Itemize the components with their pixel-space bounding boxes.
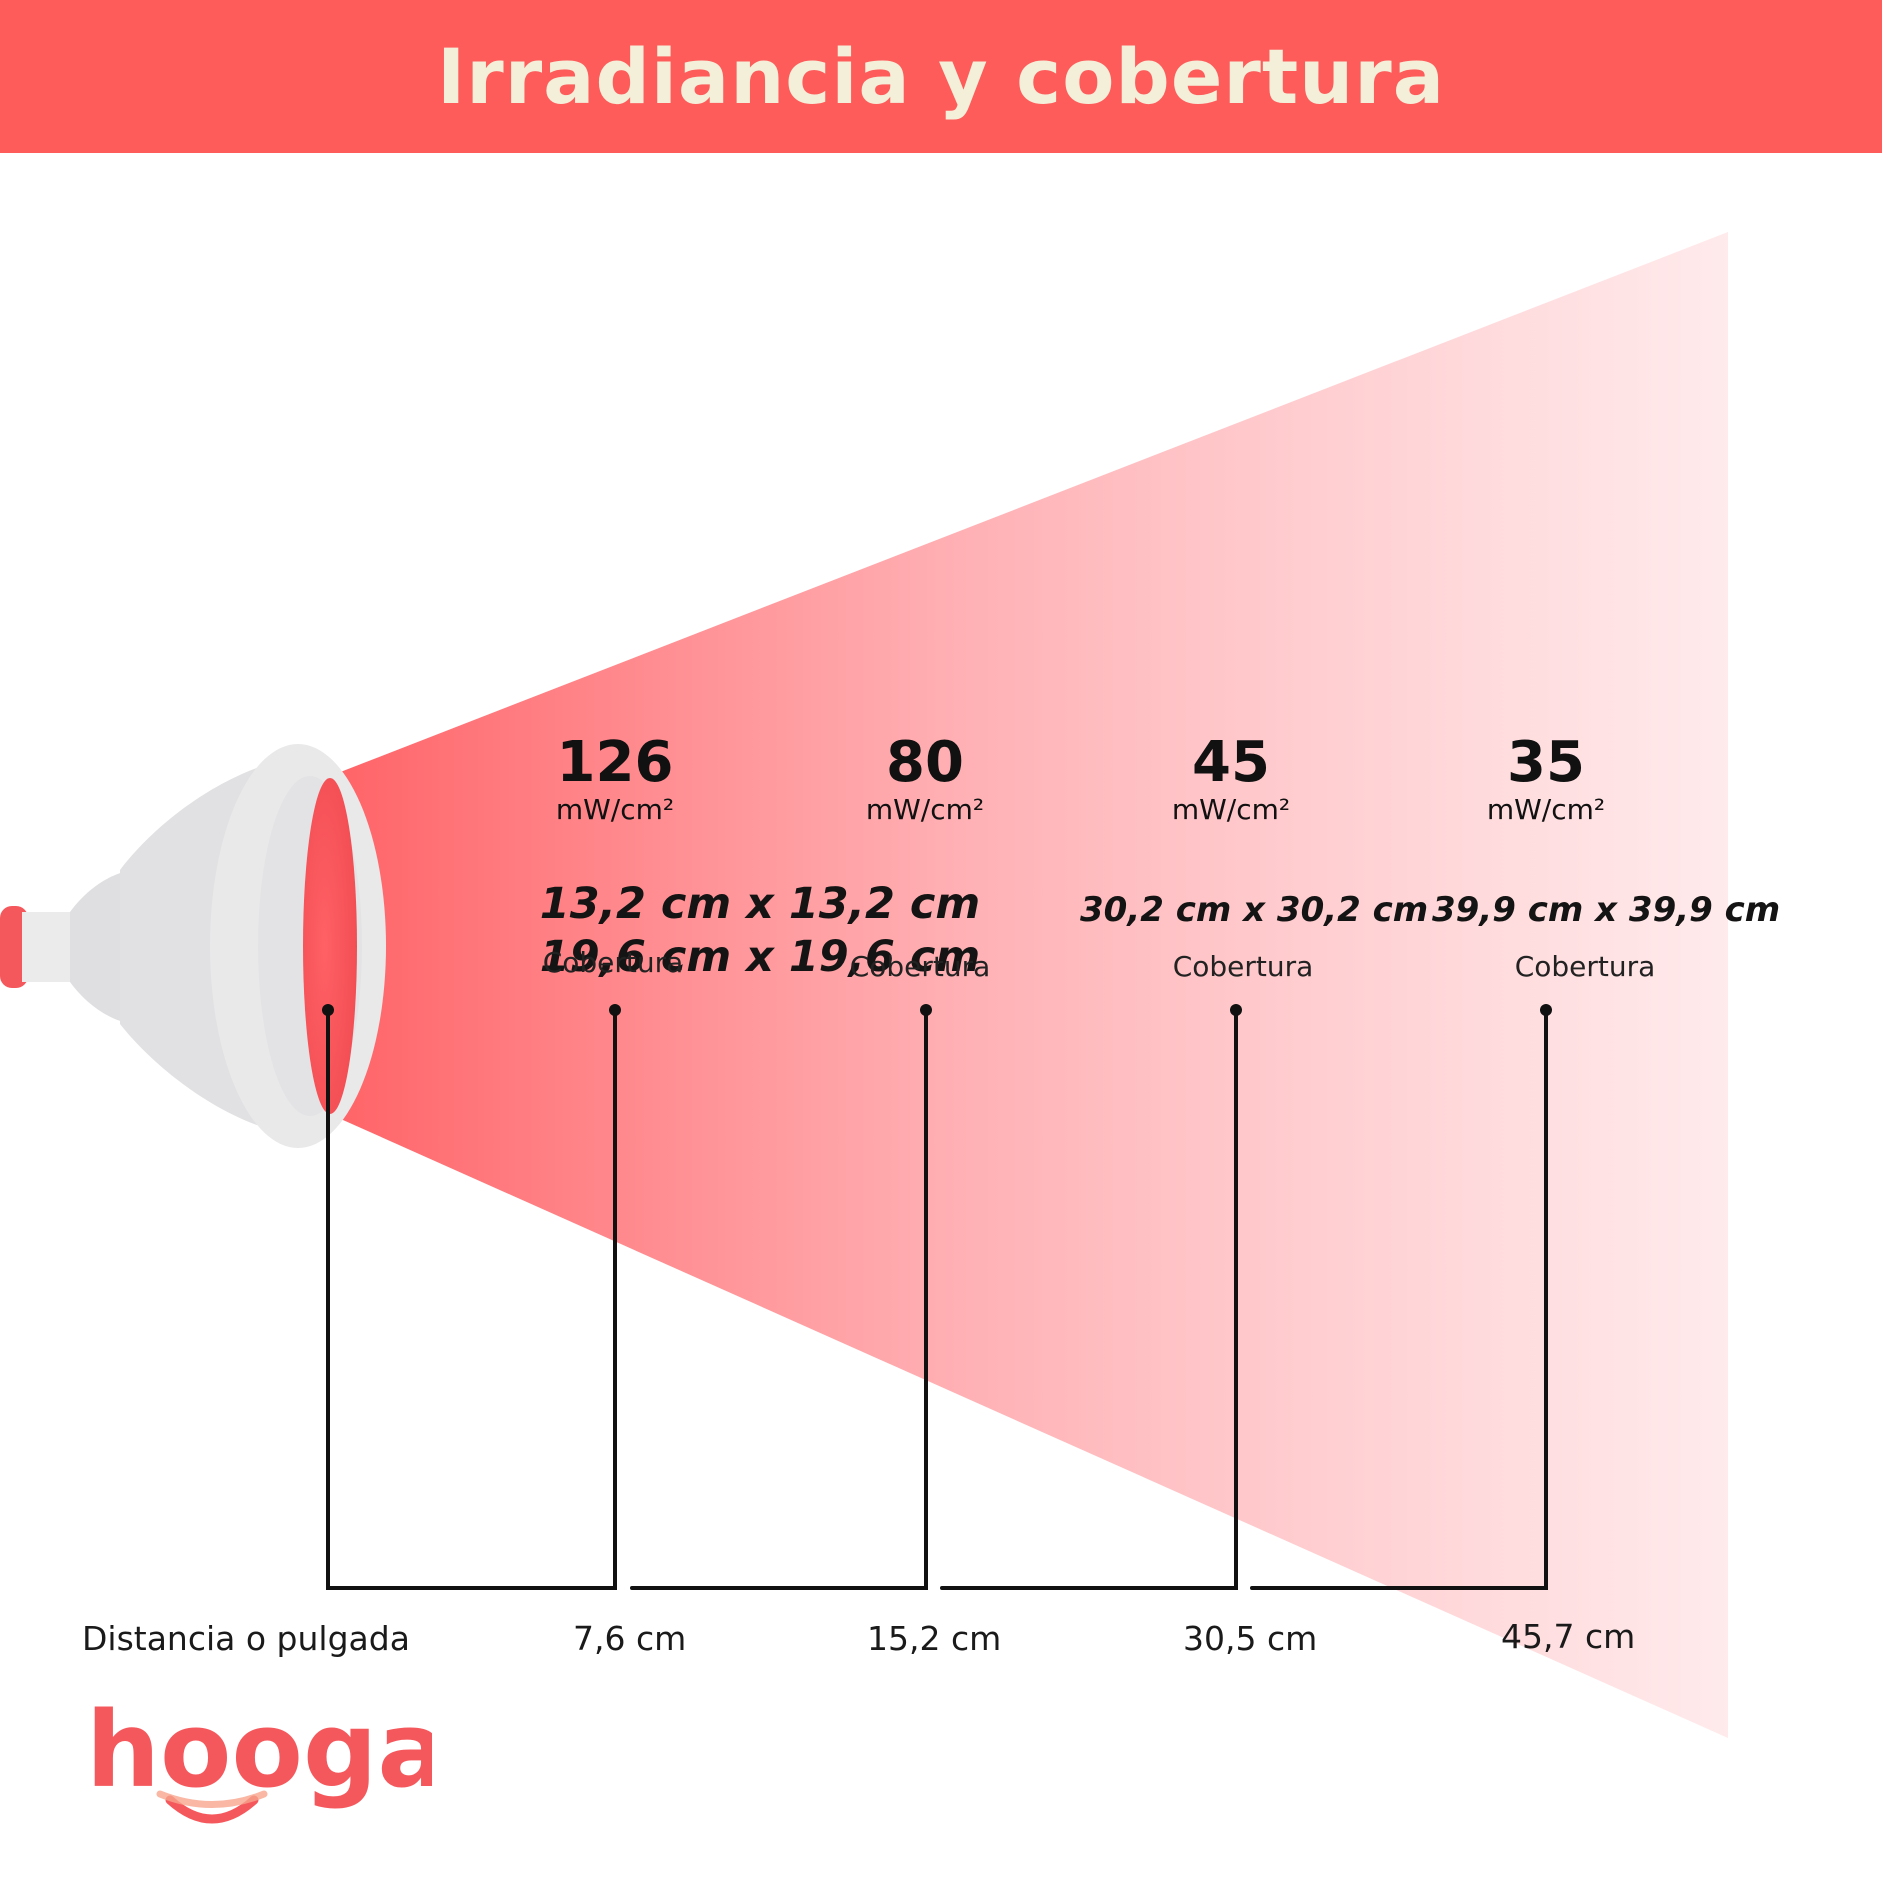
hooga-logo: hooga — [86, 1690, 432, 1824]
lamp-neck — [70, 870, 135, 1024]
bracket-1 — [326, 1008, 617, 1590]
coverage-size-1: 13,2 cm x 13,2 cm — [539, 879, 981, 929]
logo-smile — [165, 1795, 259, 1824]
distance-brackets — [326, 1008, 1548, 1590]
bracket-dot — [609, 1004, 621, 1016]
irradiance-value: 35 — [1507, 730, 1585, 795]
distance-value: 15,2 cm — [867, 1619, 1002, 1658]
lamp-handle — [0, 906, 28, 988]
irradiance-item: 126 mW/cm² — [485, 733, 745, 827]
logo-text: hooga — [86, 1690, 432, 1811]
coverage-size-3: 30,2 cm x 30,2 cm — [1080, 890, 1429, 930]
irradiance-item: 80 mW/cm² — [795, 733, 1055, 827]
bracket-3 — [940, 1008, 1238, 1590]
coverage-label: Cobertura — [849, 950, 991, 983]
coverage-size-2: 19,6 cm x 19,6 cm — [539, 932, 981, 982]
irradiance-value: 126 — [556, 730, 674, 795]
irradiance-unit: mW/cm² — [1486, 793, 1606, 826]
light-beam — [325, 232, 1728, 1738]
irradiance-unit: mW/cm² — [1171, 793, 1291, 826]
distance-value: 7,6 cm — [573, 1619, 687, 1658]
irradiance-item: 45 mW/cm² — [1101, 733, 1361, 827]
page-title: Irradiancia y cobertura — [436, 32, 1446, 121]
distance-value: 30,5 cm — [1183, 1619, 1318, 1658]
irradiance-unit: mW/cm² — [865, 793, 985, 826]
lamp-lens — [303, 778, 357, 1114]
irradiance-unit: mW/cm² — [555, 793, 675, 826]
bracket-dot — [1540, 1004, 1552, 1016]
bracket-2 — [630, 1008, 928, 1590]
logo-cheeks — [156, 1790, 268, 1808]
lamp-icon — [0, 744, 386, 1148]
bracket-dot — [920, 1004, 932, 1016]
coverage-size: 13,2 cm x 13,2 cm 19,6 cm x 19,6 cm — [500, 878, 1020, 984]
bracket-4 — [1250, 1008, 1548, 1590]
coverage-label: Cobertura — [1514, 950, 1656, 983]
irradiance-value: 45 — [1192, 730, 1270, 795]
title-banner: Irradiancia y cobertura — [0, 0, 1882, 153]
coverage-label: Cobertura — [542, 946, 684, 979]
bracket-dots — [322, 1004, 1552, 1016]
distance-value: 45,7 cm — [1501, 1617, 1636, 1656]
irradiance-item: 35 mW/cm² — [1416, 733, 1676, 827]
distance-axis-label: Distancia o pulgada — [82, 1619, 410, 1658]
coverage-label: Cobertura — [1172, 950, 1314, 983]
irradiance-value: 80 — [886, 730, 964, 795]
coverage-size-4: 39,9 cm x 39,9 cm — [1432, 890, 1781, 930]
bracket-dot — [1230, 1004, 1242, 1016]
bracket-dot — [322, 1004, 334, 1016]
